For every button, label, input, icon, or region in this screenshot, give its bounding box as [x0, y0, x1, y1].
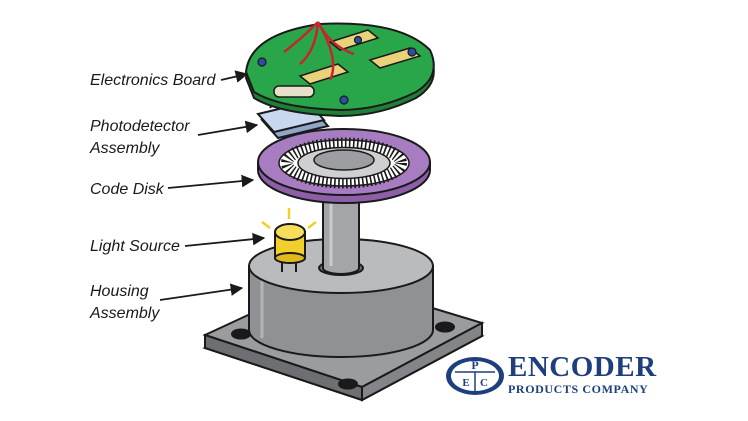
logo-letter: C: [480, 377, 488, 389]
shaft: [322, 195, 360, 275]
label-housing-line2: Assembly: [90, 305, 160, 322]
arrow-housing: [159, 283, 244, 301]
label-code-disk: Code Disk: [90, 181, 164, 198]
light-source-led: [261, 208, 317, 272]
leader-arrows: [159, 70, 266, 301]
mounting-hole: [231, 328, 251, 340]
connector-dots: [257, 35, 417, 105]
label-housing-line1: Housing: [90, 283, 149, 300]
wires: [283, 21, 355, 81]
arrow-code-disk: [167, 174, 255, 189]
epc-logo-monogram: P E C: [446, 357, 504, 395]
logo-name: ENCODER: [508, 351, 657, 383]
resistor: [273, 85, 315, 98]
code-disk-pattern: [281, 137, 407, 189]
label-electronics-board: Electronics Board: [90, 72, 216, 89]
logo-letter: E: [462, 377, 469, 389]
mounting-hole: [435, 321, 455, 333]
label-light-source: Light Source: [90, 238, 180, 255]
label-photodetector-line1: Photodetector: [90, 118, 190, 135]
light-rays: [261, 208, 317, 229]
label-photodetector-line2: Assembly: [90, 140, 160, 157]
mounting-hole: [338, 378, 358, 390]
electronics-board: [244, 21, 435, 118]
arrow-light-source: [184, 232, 266, 247]
logo-tagline: PRODUCTS COMPANY: [508, 382, 649, 396]
logo-wordmark: ENCODER PRODUCTS COMPANY: [508, 351, 668, 397]
logo-letter: P: [471, 358, 478, 372]
arrow-electronics-board: [220, 70, 249, 83]
arrow-photodetector: [197, 120, 259, 136]
code-disk: [257, 128, 431, 204]
